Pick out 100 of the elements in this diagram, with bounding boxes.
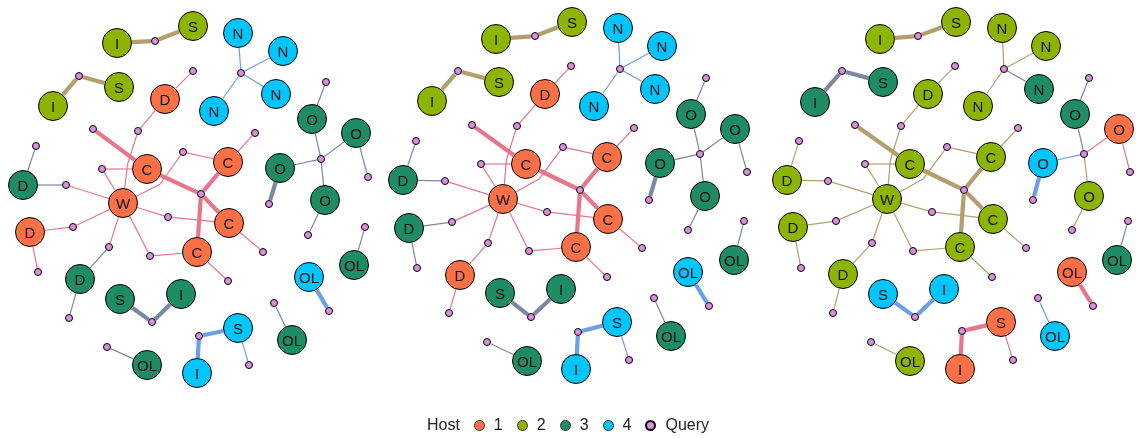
query-dot	[361, 223, 369, 231]
query-dot	[325, 307, 333, 315]
query-dot	[179, 148, 187, 156]
query-dot	[868, 239, 876, 247]
query-dot	[951, 62, 959, 70]
edge-line	[921, 25, 943, 37]
query-dot	[134, 127, 142, 135]
edge-line	[699, 157, 704, 182]
edge-line	[474, 125, 516, 157]
host-circle: C	[978, 204, 1008, 234]
edge-line	[1073, 208, 1083, 227]
edge-line	[1079, 81, 1089, 101]
host-circle: I	[182, 358, 212, 388]
host-circle: C	[182, 237, 212, 267]
host-circle: C	[895, 149, 925, 179]
edge-line	[222, 75, 240, 100]
edge-line	[129, 215, 149, 254]
host-circle: OL	[294, 262, 324, 292]
edge-line	[574, 193, 582, 233]
host-circle: D	[150, 84, 180, 114]
host-circle: D	[772, 165, 802, 195]
query-dot	[797, 264, 805, 272]
edge-line	[674, 154, 697, 161]
edge-line	[916, 247, 946, 252]
edge-line	[903, 104, 919, 124]
edge-line	[937, 68, 953, 84]
edge-line	[237, 135, 253, 152]
query-dot	[576, 186, 584, 194]
host-circle: O	[645, 148, 675, 178]
host-circle: C	[511, 149, 541, 179]
host-circle: O	[1028, 148, 1058, 178]
host-circle: OL	[132, 350, 162, 380]
host-circle: OL	[1102, 245, 1132, 275]
edge-line	[622, 52, 650, 68]
host-circle: S	[868, 279, 898, 309]
host-circle: S	[602, 307, 632, 337]
host-circle: N	[199, 96, 229, 126]
host-circle: C	[214, 208, 244, 238]
host-circle: D	[913, 79, 943, 109]
host-circle: C	[592, 142, 622, 172]
edge-line	[823, 72, 841, 93]
query-dot	[650, 294, 658, 302]
query-dot	[468, 121, 476, 129]
edge-line	[503, 129, 517, 185]
query-dot	[146, 252, 154, 260]
edge-line	[922, 168, 962, 191]
host-circle: I	[38, 91, 68, 121]
host-circle: N	[261, 79, 291, 109]
host-circle: O	[1060, 99, 1090, 129]
host-circle: N	[640, 74, 670, 104]
edge-line	[655, 301, 666, 323]
host-circle: I	[929, 274, 959, 304]
query-dot	[543, 208, 551, 216]
edge-line	[1078, 283, 1093, 304]
host-circle: S	[484, 67, 514, 97]
query-dot	[1029, 196, 1037, 204]
edge-line	[484, 163, 512, 165]
host-circle: C	[976, 142, 1006, 172]
query-dot	[897, 122, 905, 130]
edge-line	[186, 152, 214, 160]
edge-line	[130, 306, 150, 322]
host-circle: S	[557, 7, 587, 37]
edge-line	[153, 302, 172, 321]
query-dot	[914, 32, 922, 40]
query-dot	[696, 150, 704, 158]
edge-line	[1006, 52, 1034, 68]
edge-line	[964, 167, 984, 189]
edge-line	[105, 168, 133, 170]
query-dot	[743, 168, 751, 176]
edge-line	[566, 147, 593, 155]
query-dot	[638, 244, 646, 252]
host-circle: N	[268, 36, 298, 66]
host-circle: O	[297, 104, 327, 134]
query-dot	[513, 122, 521, 130]
edge-line	[490, 343, 515, 356]
edge-line	[309, 212, 320, 232]
legend-label: 2	[536, 416, 546, 434]
edge-line	[602, 71, 619, 95]
edge-line	[887, 129, 901, 185]
host-circle: N	[579, 91, 609, 121]
edge-line	[201, 172, 220, 193]
legend-label: 3	[579, 416, 589, 434]
edge-line	[510, 300, 530, 317]
edge-line	[82, 75, 106, 86]
query-dot	[448, 218, 456, 226]
host-circle: I	[800, 87, 830, 117]
host-circle: N	[223, 18, 253, 48]
host-circle: S	[105, 284, 135, 314]
query-dot	[705, 302, 713, 310]
query-dot	[65, 314, 73, 322]
edge-line	[320, 162, 325, 186]
host-circle: S	[868, 67, 898, 97]
host-circle: S	[223, 313, 253, 343]
edge-line	[894, 34, 915, 40]
host-circle: OL	[656, 321, 686, 351]
edge-line	[357, 230, 365, 252]
edge-line	[1122, 142, 1130, 169]
edge-line	[550, 211, 594, 218]
query-dot	[270, 299, 278, 307]
edge-line	[807, 220, 833, 226]
